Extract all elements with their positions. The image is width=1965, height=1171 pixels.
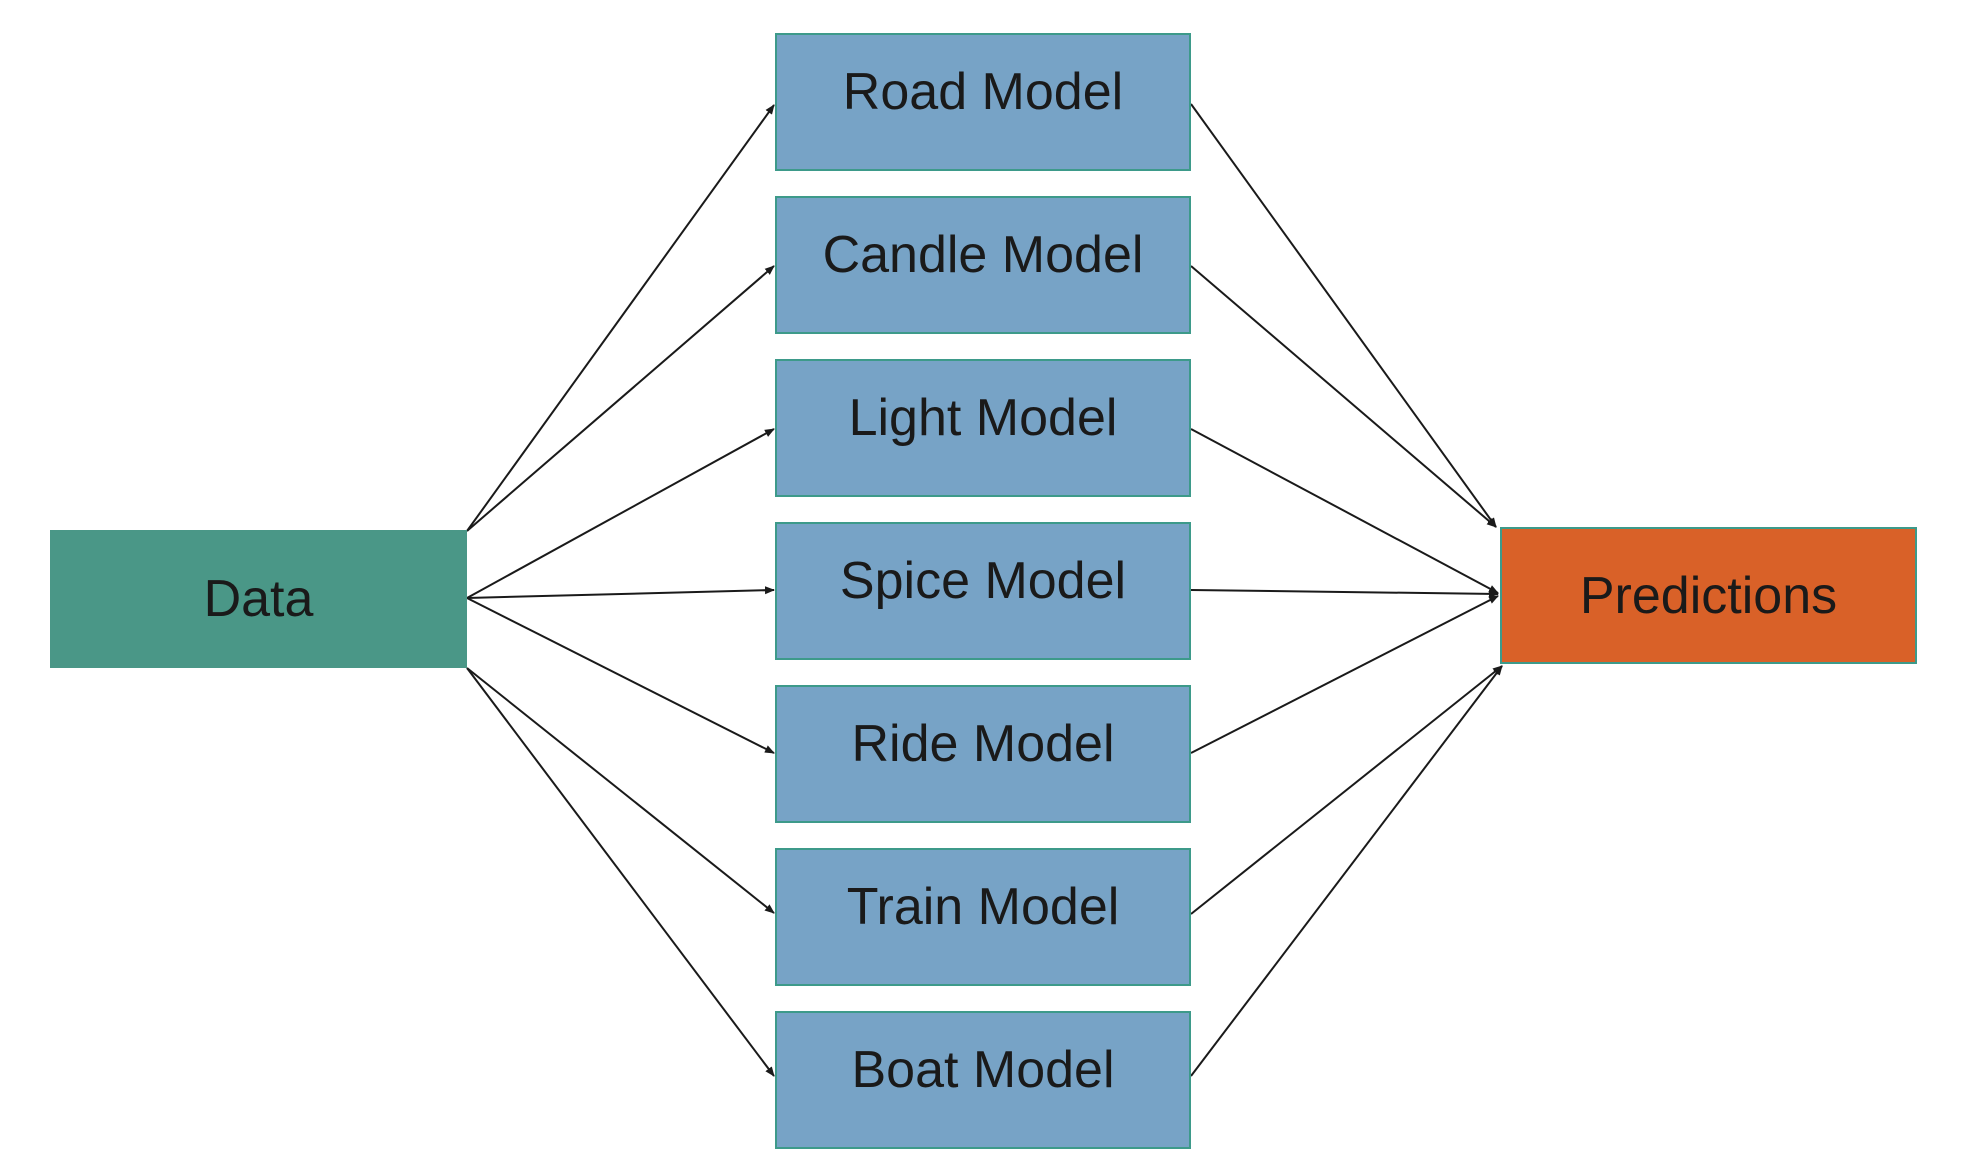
edge-data-to-ride-model [466,597,775,754]
train-model-node: Train Model [775,848,1191,986]
candle-model-label: Candle Model [822,226,1144,284]
ride-model-label: Ride Model [851,715,1115,773]
edge-data-to-spice-model [466,586,775,599]
ride-model-node: Ride Model [775,685,1191,823]
edge-candle-model-to-predictions [1190,265,1497,528]
edge-data-to-train-model [466,667,775,914]
data-node-label: Data [203,570,314,628]
predictions-node: Predictions [1500,527,1917,664]
edge-spice-model-to-predictions [1190,589,1499,598]
boat-model-label: Boat Model [851,1041,1115,1099]
road-model-node: Road Model [775,33,1191,171]
edge-data-to-road-model [466,104,775,532]
light-model-node: Light Model [775,359,1191,497]
road-model-label: Road Model [842,63,1124,121]
edge-data-to-boat-model [466,667,775,1077]
candle-model-node: Candle Model [775,196,1191,334]
edge-data-to-light-model [466,428,775,599]
edge-light-model-to-predictions [1190,428,1499,594]
spice-model-label: Spice Model [839,552,1127,610]
spice-model-node: Spice Model [775,522,1191,660]
edge-road-model-to-predictions [1190,103,1497,528]
train-model-label: Train Model [846,878,1120,936]
edge-data-to-candle-model [466,265,775,532]
edge-boat-model-to-predictions [1190,665,1503,1077]
boat-model-node: Boat Model [775,1011,1191,1149]
data-node: Data [50,530,467,668]
edge-train-model-to-predictions [1190,665,1503,915]
light-model-label: Light Model [848,389,1118,447]
predictions-node-label: Predictions [1579,566,1838,625]
edge-ride-model-to-predictions [1190,595,1499,754]
